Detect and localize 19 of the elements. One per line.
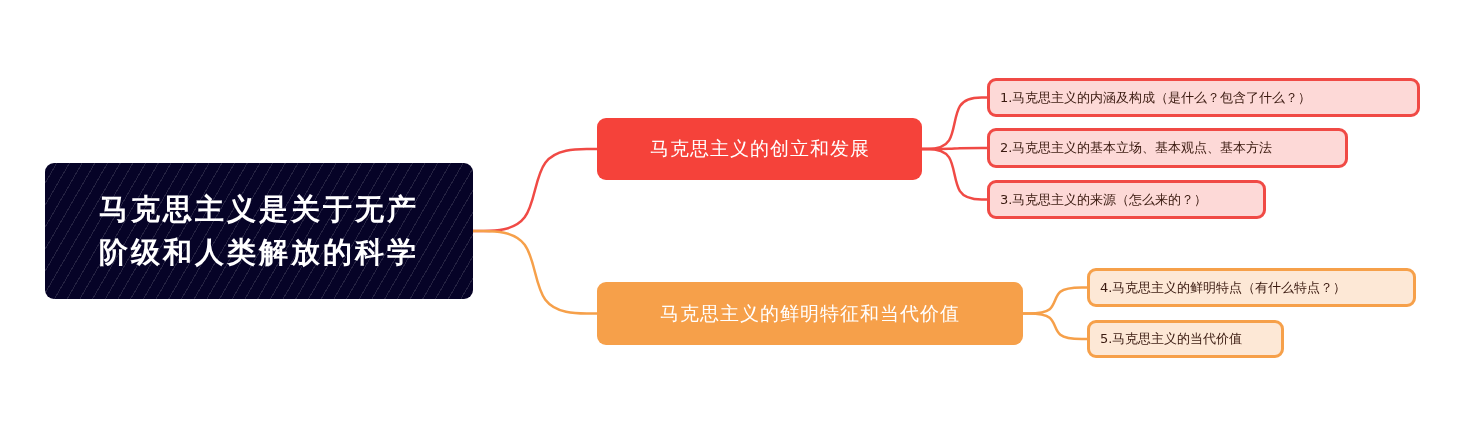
branch-topic-box (597, 282, 1023, 345)
topic-text: 5.马克思主义的当代价值 (1100, 330, 1243, 348)
topic-text: 马克思主义的鲜明特征和当代价值 (660, 300, 960, 326)
connector-line (1023, 312, 1087, 341)
subtopic-box (1087, 268, 1416, 307)
topic-text: 4.马克思主义的鲜明特点（有什么特点？） (1100, 278, 1347, 297)
topic-text: 2.马克思主义的基本立场、基本观点、基本方法 (1000, 139, 1273, 157)
subtopic-box (987, 128, 1348, 168)
topic-text: 马克思主义是关于无产阶级和人类解放的科学 (98, 190, 420, 271)
topic-text: 1.马克思主义的内涵及构成（是什么？包含了什么？） (1000, 88, 1312, 107)
topic-text: 马克思主义的创立和发展 (649, 136, 870, 161)
subtopic-box (1087, 320, 1284, 358)
connector-line (922, 147, 987, 201)
topic-text: 3.马克思主义的来源（怎么来的？） (1000, 190, 1208, 209)
branch-topic-box (597, 118, 922, 180)
root-topic-box (45, 163, 473, 299)
subtopic-box (987, 78, 1420, 117)
subtopic-box (987, 180, 1266, 219)
connector-line (473, 229, 597, 315)
